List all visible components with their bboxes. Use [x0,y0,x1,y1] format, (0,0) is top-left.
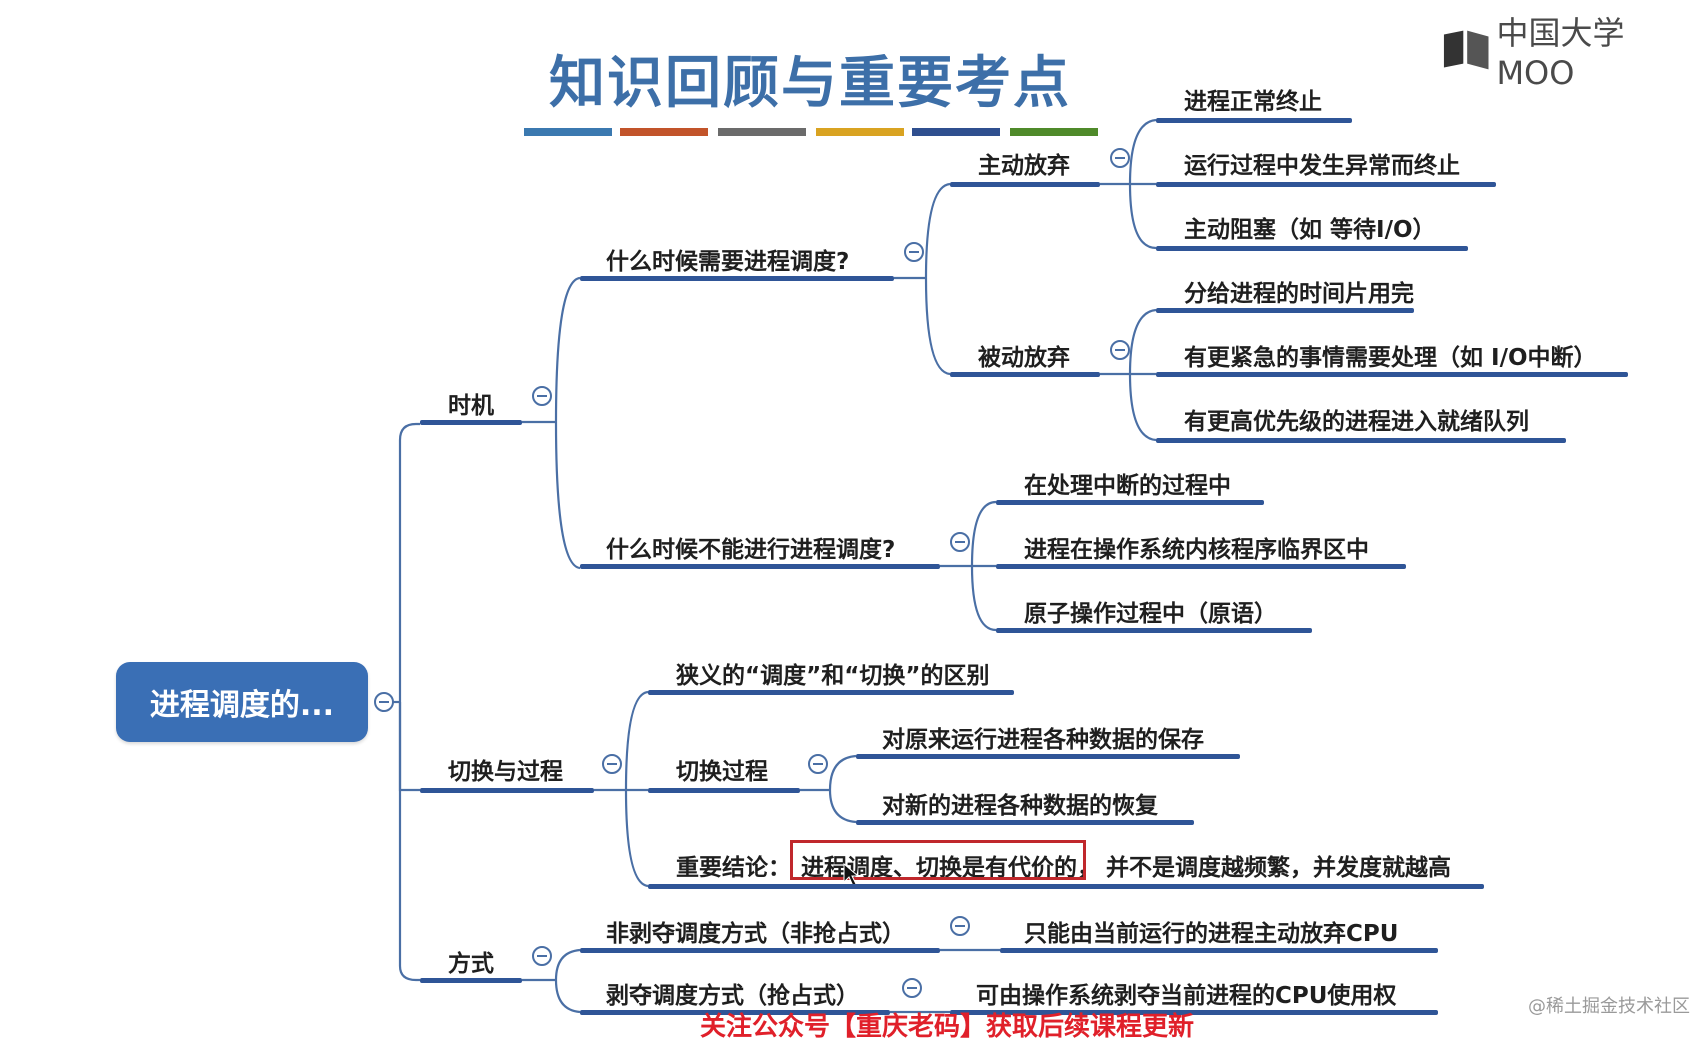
bottom-caption: 关注公众号【重庆老码】获取后续课程更新 [700,1012,1195,1042]
brand-logo: 中国大学MOO [1442,14,1696,92]
node-underline [1000,948,1438,953]
node-active-3[interactable]: 主动阻塞（如 等待I/O） [1184,217,1436,243]
page-title: 知识回顾与重要考点 [549,50,1071,116]
node-underline [648,788,800,793]
node-underline [950,372,1100,377]
node-underline [580,564,940,569]
color-bar-segment [718,128,806,136]
collapse-toggle-icon[interactable] [808,754,828,774]
brand-name: 中国大学MOO [1496,14,1625,92]
node-active[interactable]: 主动放弃 [978,153,1070,179]
node-underline [856,754,1240,759]
watermark: @稀土掘金技术社区 [1528,996,1690,1017]
collapse-toggle-icon[interactable] [902,978,922,998]
highlight-box [790,840,1086,880]
node-when-need[interactable]: 什么时候需要进程调度? [606,249,850,275]
node-underline [1156,372,1628,377]
node-underline [950,1010,1438,1015]
node-passive-1[interactable]: 分给进程的时间片用完 [1184,281,1414,307]
node-not-1[interactable]: 在处理中断的过程中 [1024,473,1231,499]
conclusion-rest: 并不是调度越频繁，并发度就越高 [1106,855,1451,881]
color-bar-segment [912,128,1000,136]
node-when-not[interactable]: 什么时候不能进行进程调度? [606,537,896,563]
node-sp-1[interactable]: 对原来运行进程各种数据的保存 [882,727,1204,753]
node-underline [648,690,1014,695]
node-active-2[interactable]: 运行过程中发生异常而终止 [1184,153,1460,179]
node-mode[interactable]: 方式 [448,951,494,977]
collapse-toggle-icon[interactable] [374,692,394,712]
node-not-2[interactable]: 进程在操作系统内核程序临界区中 [1024,537,1369,563]
node-underline [1156,246,1468,251]
node-preempt-1[interactable]: 可由操作系统剥夺当前进程的CPU使用权 [976,983,1397,1009]
node-preempt[interactable]: 剥夺调度方式（抢占式） [606,983,859,1009]
node-underline [996,564,1406,569]
node-underline [1156,308,1414,313]
collapse-toggle-icon[interactable] [602,754,622,774]
node-active-1[interactable]: 进程正常终止 [1184,89,1322,115]
conclusion-prefix: 重要结论： [676,855,791,881]
node-nonpreempt-1[interactable]: 只能由当前运行的进程主动放弃CPU [1024,921,1399,947]
node-underline [950,182,1100,187]
node-underline [856,820,1194,825]
collapse-toggle-icon[interactable] [532,946,552,966]
color-bar-segment [816,128,904,136]
collapse-toggle-icon[interactable] [904,242,924,262]
node-narrow[interactable]: 狭义的“调度”和“切换”的区别 [676,663,990,689]
node-passive-2[interactable]: 有更紧急的事情需要处理（如 I/O中断） [1184,345,1597,371]
node-not-3[interactable]: 原子操作过程中（原语） [1024,601,1277,627]
node-timing[interactable]: 时机 [448,393,494,419]
collapse-toggle-icon[interactable] [950,916,970,936]
root-node[interactable]: 进程调度的... [116,662,368,742]
node-passive-3[interactable]: 有更高优先级的进程进入就绪队列 [1184,409,1529,435]
node-underline [580,1010,890,1015]
node-passive[interactable]: 被动放弃 [978,345,1070,371]
node-underline [420,978,522,983]
node-underline [996,628,1312,633]
node-nonpreempt[interactable]: 非剥夺调度方式（非抢占式） [606,921,905,947]
node-underline [996,500,1264,505]
color-bar-segment [1010,128,1098,136]
node-underline [580,948,940,953]
node-underline [1156,438,1566,443]
collapse-toggle-icon[interactable] [532,386,552,406]
collapse-toggle-icon[interactable] [1110,148,1130,168]
node-switch-proc[interactable]: 切换过程 [676,759,768,785]
color-bar-segment [620,128,708,136]
node-underline [420,788,594,793]
node-underline [1156,182,1496,187]
mindmap-connectors [384,118,1157,1014]
node-underline [648,884,1484,889]
book-icon [1443,30,1489,70]
node-underline [1156,118,1352,123]
node-underline [420,420,522,425]
node-underline [580,276,894,281]
collapse-toggle-icon[interactable] [1110,340,1130,360]
node-sp-2[interactable]: 对新的进程各种数据的恢复 [882,793,1158,819]
collapse-toggle-icon[interactable] [950,532,970,552]
node-switch[interactable]: 切换与过程 [448,759,563,785]
color-bar-segment [524,128,612,136]
